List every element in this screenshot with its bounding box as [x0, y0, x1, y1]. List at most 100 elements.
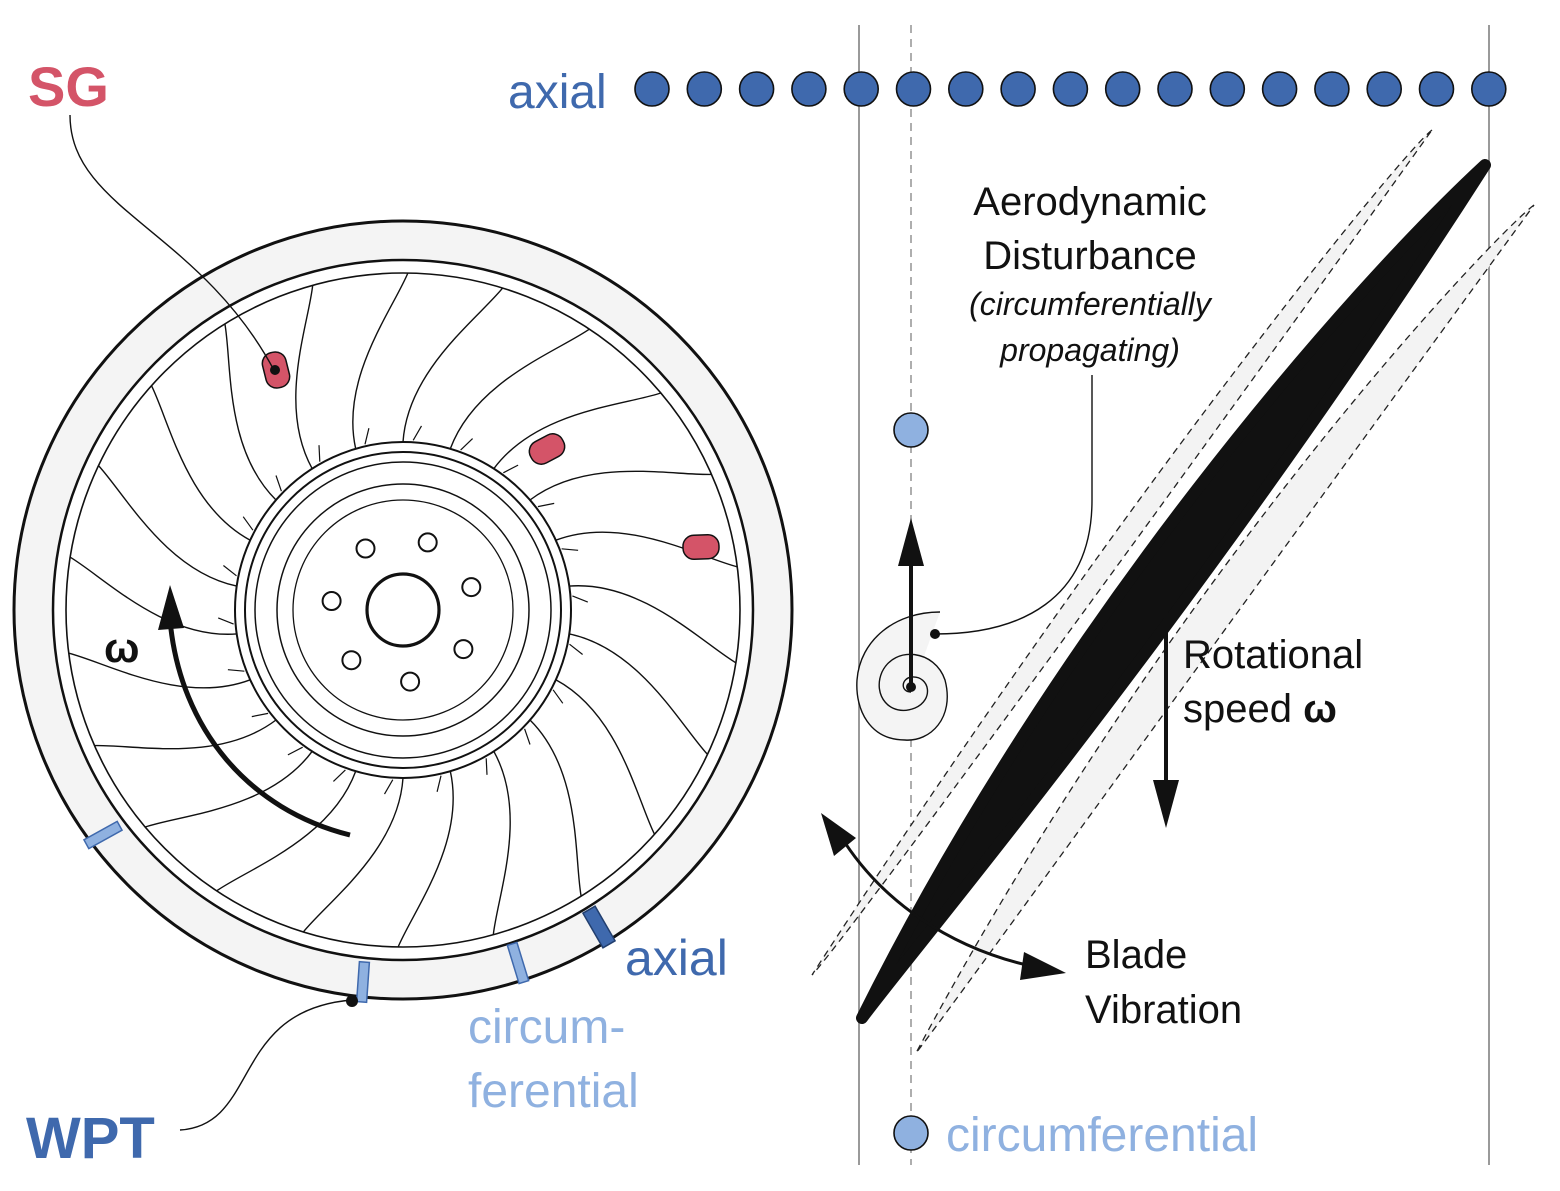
blade-root-fillet [242, 516, 254, 531]
bolt-hole [400, 671, 421, 692]
blade-edge [529, 719, 582, 897]
disturbance-leader-line [934, 375, 1093, 635]
blade-vibration-label-line1: Blade [1085, 933, 1187, 977]
blade-edge [555, 679, 656, 835]
rotational-speed-arrowhead [1153, 780, 1179, 828]
blade-edge [352, 272, 409, 449]
blade-root-fillet [223, 565, 237, 577]
strain-gauge-3 [682, 534, 720, 560]
disturbance-title-line1: Aerodynamic [973, 180, 1206, 224]
bolt-hole [417, 532, 438, 553]
blade-root-fillet [524, 728, 531, 745]
rotor-blades [68, 272, 738, 948]
axial-probe-marker [1157, 71, 1193, 107]
hub-disk [276, 483, 530, 737]
hub-bolt-holes [321, 532, 482, 692]
blade-root-fillet [332, 769, 346, 782]
strain-gauges [261, 351, 720, 560]
bolt-hole [321, 591, 342, 611]
blade-root-fillet [251, 712, 269, 718]
axial-probe-marker [1052, 71, 1089, 107]
axial-probe-marker [1209, 71, 1246, 107]
blade-deflected-position-1 [811, 129, 1433, 976]
blade-vibration-arc [838, 834, 1041, 970]
blade-edge [97, 465, 237, 587]
blade-root-fillet [287, 746, 303, 756]
blade-root-fillet [227, 669, 245, 672]
disturbance-title-line2: Disturbance [983, 234, 1196, 278]
axial-probe-marker [895, 71, 932, 107]
wpt-label: WPT [26, 1106, 155, 1171]
axial-probe-marker [1418, 71, 1455, 107]
axial-probe-marker [843, 71, 880, 107]
blade-edge [224, 323, 277, 501]
shaft-bore [365, 572, 441, 648]
rotational-speed-word: speed [1183, 687, 1292, 731]
omega-label-rotor: ω [104, 624, 139, 671]
blade-root-fillet [364, 428, 370, 445]
blade-deflected-position-2 [915, 204, 1535, 1054]
axial-probe-marker [791, 71, 827, 107]
blade-edge [569, 633, 709, 755]
spiral-icon [856, 611, 948, 741]
axial-probe-marker [738, 71, 775, 107]
blade-view [634, 25, 1535, 1165]
blade-root-fillet [436, 775, 442, 792]
vibration-arrowhead-start [821, 813, 856, 856]
axial-probe-marker [1366, 71, 1402, 107]
blade-edge [295, 285, 314, 470]
blade-tip-circle [65, 272, 741, 948]
hub-rim [254, 461, 552, 759]
rotor-assembly [12, 114, 794, 1131]
rotation-arrowhead [158, 585, 184, 630]
circumferential-probe-label-line2: ferential [468, 1065, 639, 1118]
axial-probe-marker [947, 71, 984, 107]
blade-edge [302, 777, 404, 933]
blade-edge [68, 652, 251, 689]
blade-root-fillet [537, 502, 555, 508]
disturbance-note-line2: propagating) [999, 332, 1180, 368]
sg-leader-line [69, 114, 276, 373]
axial-probe-marker [1104, 71, 1141, 107]
spiral-center-dot [906, 682, 916, 692]
disturbance-arrowhead [898, 518, 924, 566]
blade-vibration-label-line2: Vibration [1085, 988, 1242, 1032]
omega-label-speed: ω [1303, 687, 1337, 731]
sg-label: SG [28, 55, 109, 118]
blade-edge [69, 556, 237, 635]
blade-root-fillet [503, 464, 519, 474]
axial-array-label: axial [508, 66, 607, 119]
blade-edge [529, 470, 712, 501]
blade-root-fillet [485, 758, 488, 775]
blade-edge [449, 328, 590, 450]
circumferential-probe-left [82, 820, 124, 850]
axial-probe-label: axial [625, 930, 728, 986]
bolt-hole [461, 577, 482, 598]
wpt-probes [82, 820, 617, 1004]
rotation-arrow [167, 619, 351, 838]
axial-probe-marker [1471, 71, 1507, 107]
blade-root-fillet [561, 548, 579, 551]
blade-edge [493, 392, 662, 470]
axial-probe-marker [1261, 71, 1298, 107]
blade-root-fillet [412, 425, 423, 441]
axial-probe-marker [1314, 71, 1350, 107]
bolt-hole [355, 538, 376, 559]
blade-edge [94, 719, 277, 750]
blade-edge [150, 385, 251, 541]
blade-root-fillet [552, 689, 564, 704]
bolt-hole [341, 650, 362, 671]
rotational-speed-label-line2: speed ω [1183, 687, 1337, 731]
blade-root-fillet [275, 475, 282, 492]
blade-profile [856, 159, 1491, 1024]
blade-edge [397, 771, 454, 948]
blade-edge [492, 750, 511, 935]
circumferential-probe-bottom [355, 960, 371, 1004]
vibration-arrowhead-end [1020, 952, 1066, 980]
blade-edge [144, 750, 313, 828]
rotational-speed-label-line1: Rotational [1183, 633, 1363, 677]
sg-leader-dot [270, 365, 280, 375]
blade-edge [569, 585, 737, 664]
bolt-hole [453, 639, 474, 660]
